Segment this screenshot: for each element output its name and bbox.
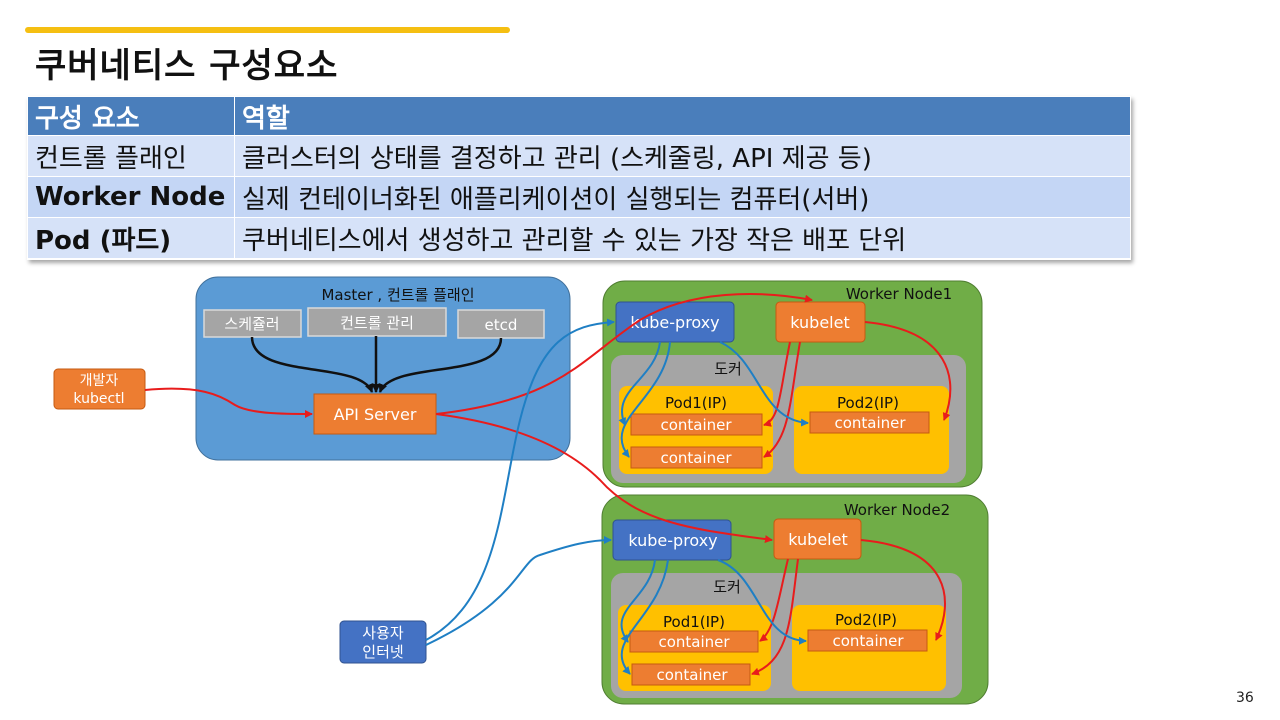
node1-pod2-container-label: container [834,414,906,432]
page-title: 쿠버네티스 구성요소 [35,46,339,86]
etcd-to-api-arrow [378,337,503,393]
controller-manager-label: 컨트롤 관리 [340,314,414,332]
node1-kubelet-to-container1-arrow [763,341,791,427]
node2-kubelet-label: kubelet [788,530,847,549]
table-cell-component: Pod (파드) [27,217,235,259]
node2-proxy-to-pod2-arrow [717,559,807,645]
controller-manager-box [307,307,447,337]
node2-kubelet-box [773,518,862,560]
table-row: Pod (파드) 쿠버네티스에서 생성하고 관리할 수 있는 가장 작은 배포 … [27,217,1131,259]
user-label-line1: 사용자 [362,624,404,642]
user-to-node2-proxy-arrow [425,536,612,646]
node1-pod2-label: Pod2(IP) [837,394,899,412]
scheduler-to-api-arrow [250,336,374,393]
node1-pod1-container1-box [630,413,763,436]
node1-pod1-container1-label: container [660,416,732,434]
node2-pod1-container1-label: container [658,633,730,651]
table-cell-component: Worker Node [27,176,235,218]
node1-kubelet-to-container2-arrow [763,341,801,458]
worker-node1-label: Worker Node1 [846,285,952,303]
docker2-label: 도커 [713,578,741,596]
table-cell-role: 실제 컨테이너화된 애플리케이션이 실행되는 컴퓨터(서버) [234,176,1131,218]
node2-pod1-container2-label: container [656,666,728,684]
table-cell-component: 컨트롤 플래인 [27,135,235,177]
node2-kubelet-to-pod2-arrow [860,539,947,641]
scheduler-box [203,309,302,338]
worker-node2-label: Worker Node2 [844,501,950,519]
user-to-node1-proxy-arrow [425,318,615,641]
node1-pod1-label: Pod1(IP) [665,394,727,412]
node1-pod1-container2-box [630,446,763,469]
node2-pod2-container-box [807,629,928,652]
node2-pod1-container2-box [631,663,751,686]
developer-label-line2: kubectl [73,391,124,407]
node2-kube-proxy-label: kube-proxy [628,531,717,550]
kubectl-to-api-arrow [144,387,313,418]
page-number: 36 [1236,690,1254,706]
node2-kubelet-to-container2-arrow [751,558,799,676]
node2-pod2-container-label: container [832,632,904,650]
etcd-box [457,309,545,339]
node1-pod1-container2-label: container [660,449,732,467]
node2-proxy-to-container1-arrow [620,559,656,643]
node2-proxy-to-container2-arrow [620,559,669,675]
node1-kube-proxy-box [615,301,735,343]
node1-kube-proxy-label: kube-proxy [630,313,719,332]
node2-pod1-container1-box [629,630,759,653]
api-server-label: API Server [334,405,417,424]
api-server-box [313,393,437,435]
etcd-label: etcd [485,316,518,334]
components-table: 구성 요소 역할 컨트롤 플래인 클러스터의 상태를 결정하고 관리 (스케줄링… [27,96,1131,259]
node1-proxy-to-container2-arrow [620,341,671,458]
api-to-node2-kubelet-arrow [435,413,773,543]
master-label: Master , 컨트롤 플래인 [321,286,474,304]
node2-kubelet-to-container1-arrow [759,558,789,642]
scheduler-label: 스케쥴러 [224,315,279,333]
node2-pod2-label: Pod2(IP) [835,611,897,629]
node2-pod1-label: Pod1(IP) [663,613,725,631]
user-label-line2: 인터넷 [362,643,403,661]
node1-kubelet-to-pod2-arrow [864,321,952,421]
node1-proxy-to-container1-arrow [618,341,661,426]
table-row: Worker Node 실제 컨테이너화된 애플리케이션이 실행되는 컴퓨터(서… [27,176,1131,218]
table-header-component: 구성 요소 [27,96,235,136]
table-row: 컨트롤 플래인 클러스터의 상태를 결정하고 관리 (스케줄링, API 제공 … [27,135,1131,177]
table-cell-role: 클러스터의 상태를 결정하고 관리 (스케줄링, API 제공 등) [234,135,1131,177]
title-accent-bar [25,27,510,33]
node1-kubelet-label: kubelet [790,313,849,332]
developer-label-line1: 개발자 [80,373,119,389]
table-cell-role: 쿠버네티스에서 생성하고 관리할 수 있는 가장 작은 배포 단위 [234,217,1131,259]
docker1-label: 도커 [714,360,742,378]
node1-pod2-container-box [809,411,930,434]
user-box [339,620,427,664]
api-to-node1-kubelet-arrow [435,293,813,415]
node1-proxy-to-pod2-arrow [719,341,809,427]
